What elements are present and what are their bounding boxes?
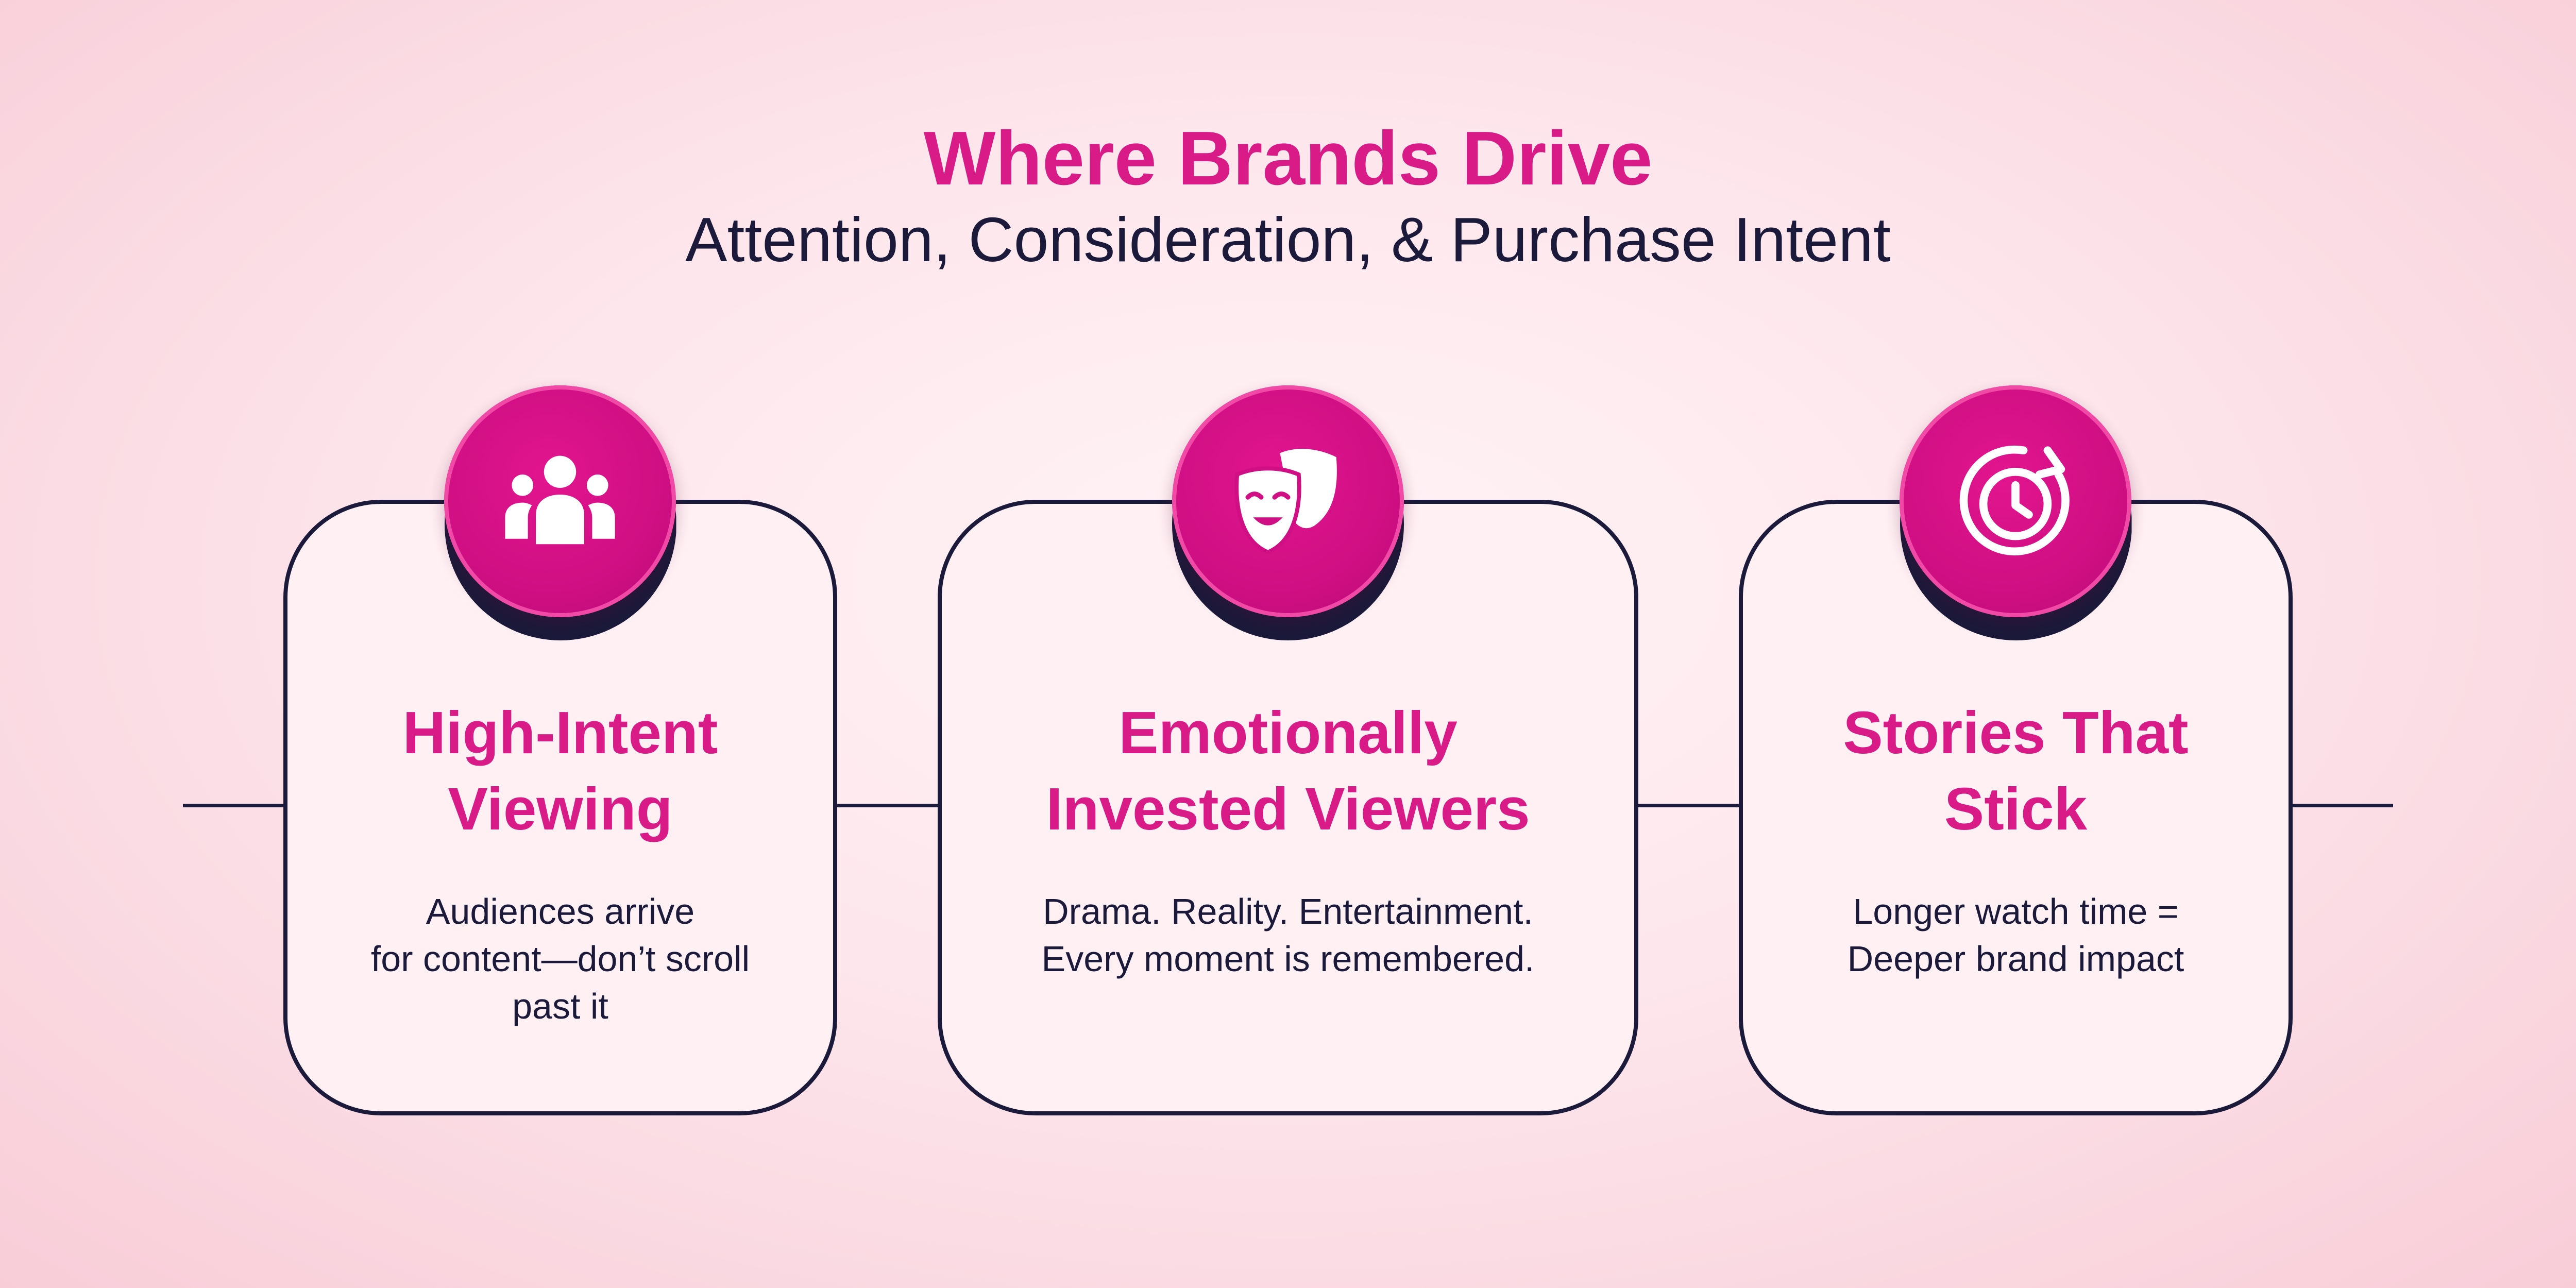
connector-1-2 [835,804,940,807]
card-title: High-Intent Viewing [287,694,833,847]
card-title-line1: Stories That [1843,699,2189,766]
card-title-line2: Viewing [448,775,673,842]
card-title-line1: High-Intent [402,699,718,766]
connector-right [2290,804,2393,807]
connector-left [183,804,286,807]
theater-masks-icon [1172,385,1404,617]
page-subtitle: Attention, Consideration, & Purchase Int… [685,205,1891,275]
card-description: Longer watch time = Deeper brand impact [1847,891,2184,979]
card-title-line1: Emotionally [1118,699,1458,766]
stopwatch-refresh-icon [1900,385,2131,617]
card-title-line2: Invested Viewers [1046,775,1530,842]
card-title: Stories That Stick [1743,694,2289,847]
connector-2-3 [1636,804,1741,807]
card-description: Drama. Reality. Entertainment. Every mom… [1041,891,1535,979]
card-title-line2: Stick [1944,775,2088,842]
card-description: Audiences arrive for content—don’t scrol… [370,891,750,1026]
card-title: Emotionally Invested Viewers [942,694,1634,847]
audience-group-icon [444,385,676,617]
page-title: Where Brands Drive [923,116,1653,201]
